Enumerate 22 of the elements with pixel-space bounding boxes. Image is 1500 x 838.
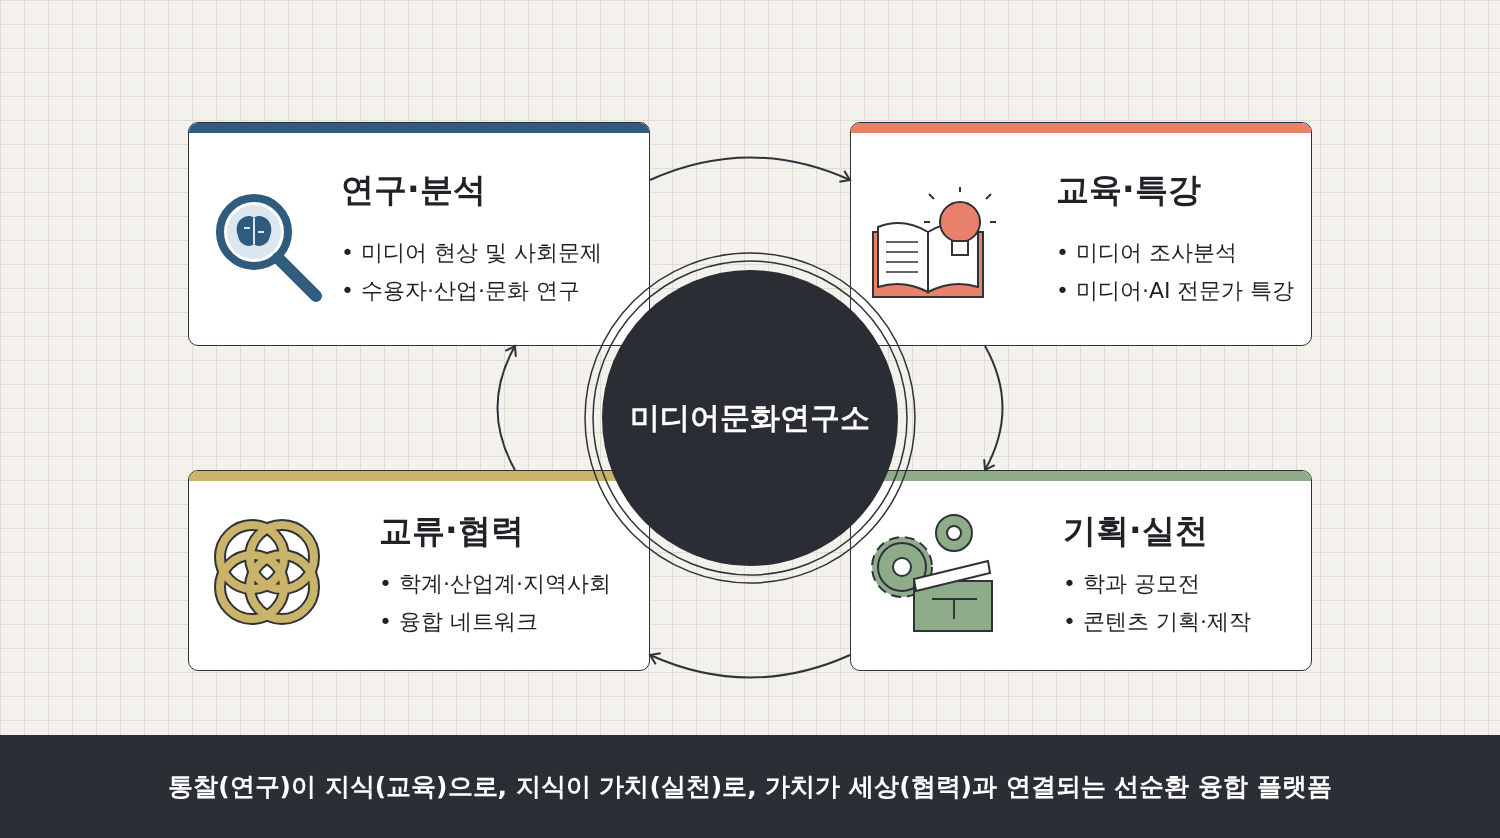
bullet-item: • 콘텐츠 기획·제작 <box>1063 608 1251 636</box>
bullet-item: • 수용자·산업·문화 연구 <box>341 277 580 305</box>
curved-arrow <box>496 345 518 471</box>
card-title: 연구·분석 <box>341 169 486 211</box>
bullet-item: • 미디어·AI 전문가 특강 <box>1056 277 1295 305</box>
card-title: 기획·실천 <box>1063 510 1208 552</box>
bullet-item: • 학과 공모전 <box>1063 570 1200 598</box>
bullet-item: • 학계·산업계·지역사회 <box>379 570 611 598</box>
caption-text: 통찰(연구)이 지식(교육)으로, 지식이 가치(실천)로, 가치가 세상(협력)과 연결되는 선순환 융합 플랫폼 <box>168 771 1332 803</box>
topic-card <box>850 122 1312 346</box>
curved-arrow <box>982 345 1004 471</box>
bullet-item: • 미디어 조사분석 <box>1056 239 1237 267</box>
curved-arrow <box>649 156 851 184</box>
curved-arrow <box>649 651 851 679</box>
topic-card <box>188 122 650 346</box>
card-title: 교육·특강 <box>1056 169 1201 211</box>
card-title: 교류·협력 <box>379 510 524 552</box>
bullet-item: • 미디어 현상 및 사회문제 <box>341 239 602 267</box>
bullet-item: • 융합 네트워크 <box>379 608 538 636</box>
topic-card <box>188 470 650 671</box>
topic-card <box>850 470 1312 671</box>
center-title: 미디어문화연구소 <box>630 398 870 437</box>
